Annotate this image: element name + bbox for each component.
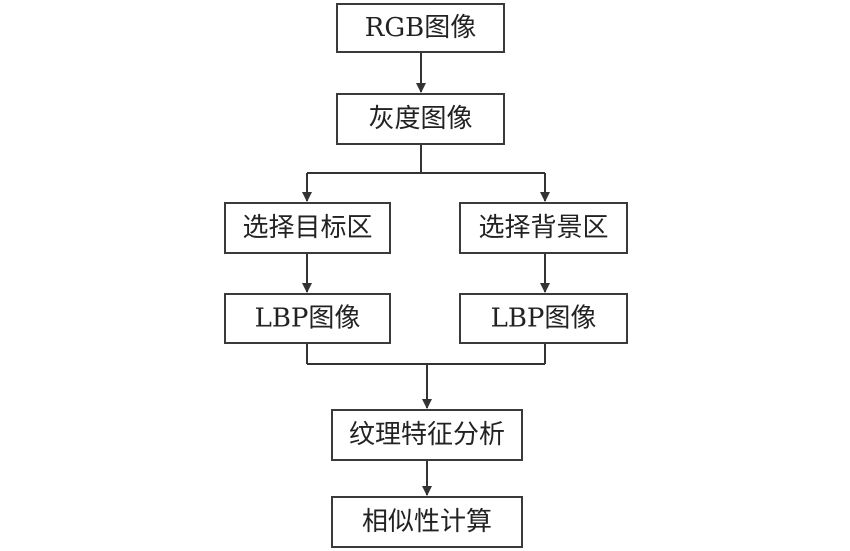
node-grayscale-image-label: 灰度图像	[368, 104, 472, 134]
node-similarity-calculation: 相似性计算	[331, 496, 523, 548]
node-select-background-region-box	[459, 202, 628, 254]
node-grayscale-image: 灰度图像	[336, 93, 505, 145]
node-rgb-image-label: RGB图像	[365, 13, 476, 43]
node-similarity-calculation-label: 相似性计算	[362, 507, 492, 537]
node-lbp-image-right-box	[459, 293, 628, 344]
node-texture-feature-analysis-label: 纹理特征分析	[349, 420, 505, 450]
node-lbp-image-right: LBP图像	[459, 293, 628, 344]
node-select-target-region-box	[224, 202, 391, 254]
node-similarity-calculation-box	[331, 496, 523, 548]
node-texture-feature-analysis: 纹理特征分析	[331, 409, 523, 461]
node-lbp-image-left-box	[224, 293, 391, 344]
node-lbp-image-right-label: LBP图像	[491, 304, 597, 334]
node-select-target-region: 选择目标区	[224, 202, 391, 254]
node-select-background-region-label: 选择背景区	[478, 213, 608, 243]
node-rgb-image: RGB图像	[336, 3, 505, 53]
node-grayscale-image-box	[336, 93, 505, 145]
node-lbp-image-left-label: LBP图像	[255, 304, 361, 334]
node-texture-feature-analysis-box	[331, 409, 523, 461]
node-select-target-region-label: 选择目标区	[242, 213, 372, 243]
node-select-background-region: 选择背景区	[459, 202, 628, 254]
node-lbp-image-left: LBP图像	[224, 293, 391, 344]
node-rgb-image-box	[336, 3, 505, 53]
edges	[302, 52, 550, 496]
